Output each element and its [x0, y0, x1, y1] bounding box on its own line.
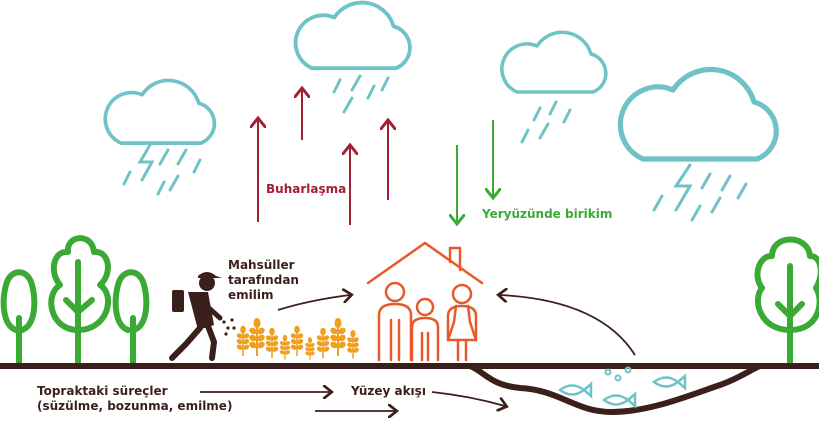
- cloud-rain-middle: [500, 30, 608, 144]
- evaporation-label: Buharlaşma: [266, 182, 347, 196]
- cloud-storm-right: [620, 69, 776, 222]
- house-family-icon: [366, 241, 484, 362]
- wheat-crops: [236, 318, 360, 361]
- soil-processes-label: Topraktaki süreçler (süzülme, bozunma, e…: [37, 384, 232, 414]
- crop-absorption-line-3: emilim: [228, 288, 274, 302]
- flow-arrows: [200, 295, 636, 411]
- soil-processes-line-1: Topraktaki süreçler: [37, 384, 168, 398]
- ground-line: [0, 363, 819, 416]
- trees-left: [0, 235, 150, 367]
- tree-right: [754, 236, 819, 367]
- farmer-icon: [169, 272, 236, 361]
- crop-absorption-line-2: tarafından: [228, 273, 299, 287]
- accumulation-arrows: [457, 120, 493, 222]
- crop-absorption-line-1: Mahsüller: [228, 258, 295, 272]
- soil-processes-line-2: (süzülme, bozunma, emilme): [37, 399, 233, 413]
- crop-absorption-label: Mahsüller tarafından emilim: [228, 258, 299, 303]
- accumulation-label: Yeryüzünde birikim: [482, 207, 613, 221]
- evaporation-arrows: [258, 90, 388, 225]
- surface-runoff-label: Yüzey akışı: [351, 384, 426, 398]
- fish-icons: [558, 366, 687, 408]
- cloud-rain-top: [293, 0, 412, 114]
- cloud-rain-left: [103, 78, 217, 196]
